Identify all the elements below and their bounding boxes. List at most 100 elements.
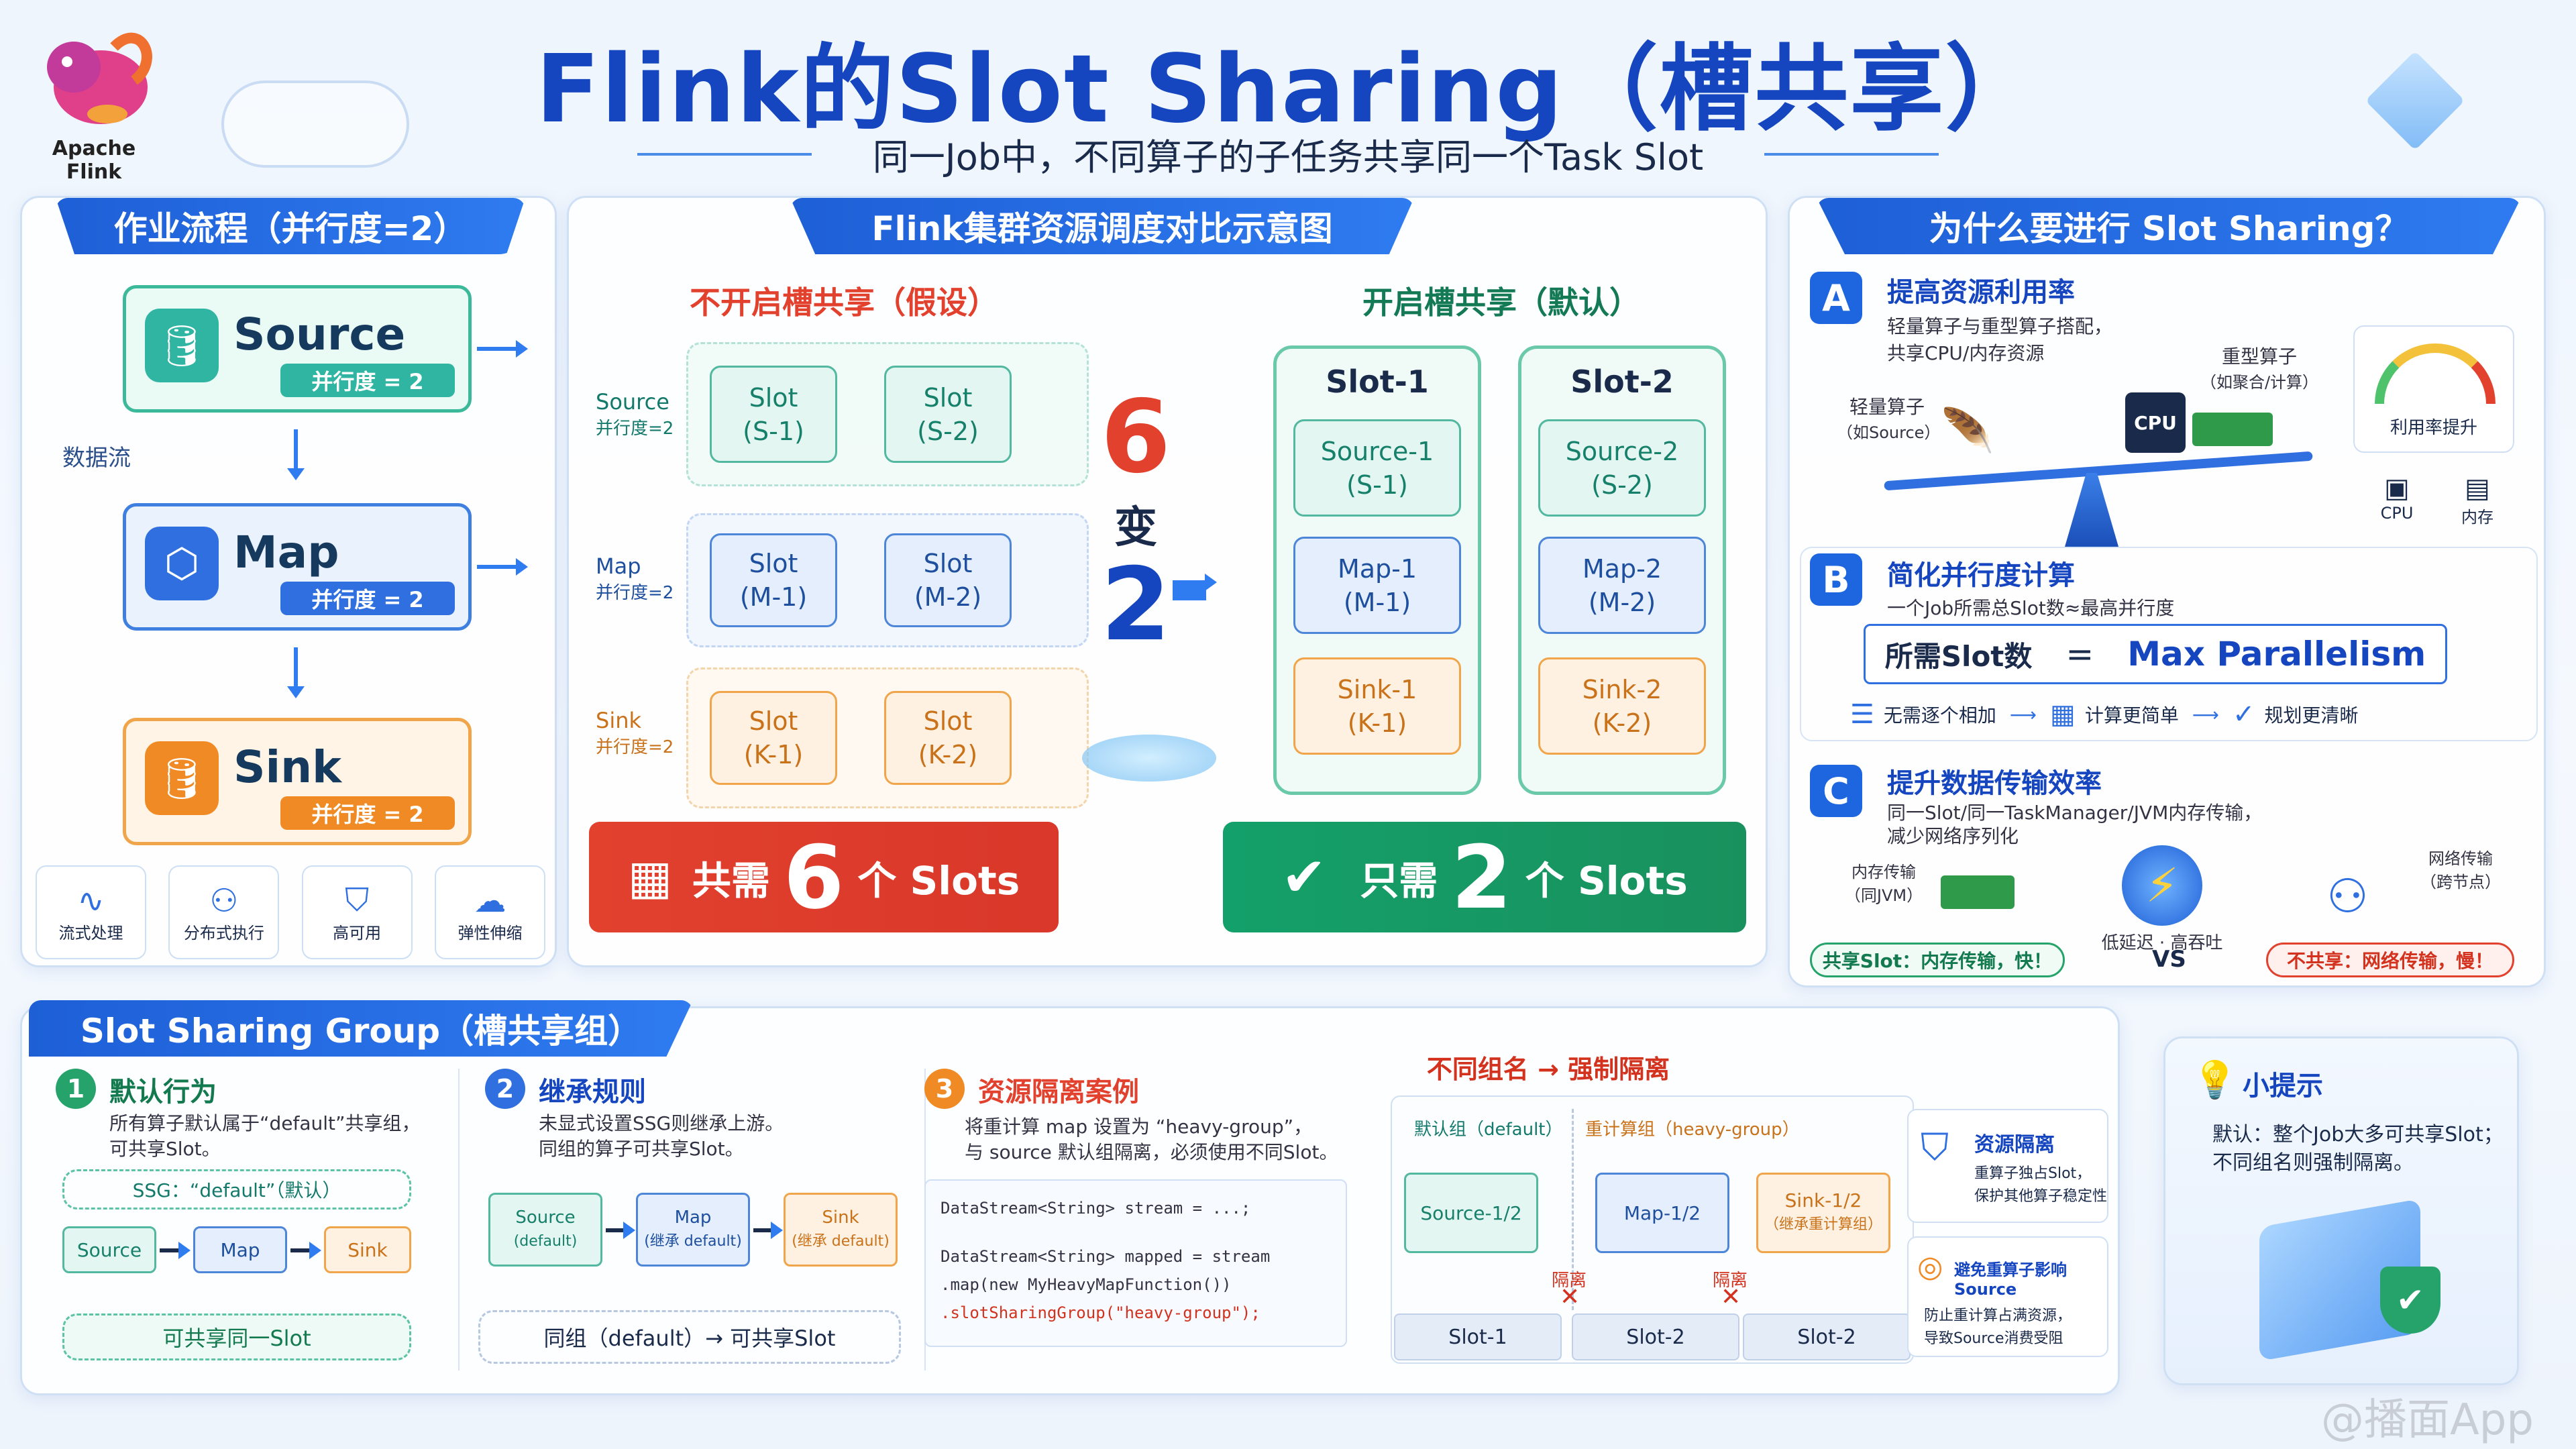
side-d2a: 防止重计算占满资源，	[1924, 1307, 2072, 1324]
target-icon: ◎	[1917, 1250, 1943, 1284]
map-op-badge: 并行度 = 2	[280, 582, 455, 615]
iso-head: 不同组名 → 强制隔离	[1426, 1055, 1670, 1084]
arrow-icon-2: ⟶	[2192, 703, 2219, 726]
title-line-right	[1764, 153, 1939, 156]
s1-num: 1	[56, 1069, 96, 1109]
map-out-arrow	[477, 558, 528, 576]
benefit-2: 计算更简单	[2084, 704, 2179, 727]
formula-right: Max Parallelism	[2127, 635, 2426, 674]
calculator-icon: ▦	[2050, 699, 2076, 730]
feature-ha: ⛉ 高可用	[301, 865, 413, 959]
scale-post	[2065, 473, 2118, 547]
check-icon: ✓	[2232, 699, 2255, 730]
iso-b1: Source-1/2	[1404, 1173, 1538, 1253]
glow-platform	[1082, 735, 1216, 782]
slot-s1: Slot(S-1)	[710, 366, 837, 463]
iso-x2-label: 隔离	[1713, 1271, 1748, 1291]
arrow-icon: ⟶	[2009, 703, 2037, 726]
shield-check-large-icon: ✔	[2380, 1267, 2440, 1334]
s1-foot: 可共享同一Slot	[62, 1313, 411, 1360]
code-line-2: DataStream<String> mapped = stream	[941, 1247, 1271, 1266]
s2-desc1: 未显式设置SSG则继承上游。	[539, 1112, 784, 1134]
shield-icon: ⛉	[345, 881, 370, 919]
bottom-panel: Slot Sharing Group（槽共享组） 1 默认行为 所有算子默认属于…	[20, 1000, 2120, 1395]
x-icon-1: ✕	[1560, 1283, 1580, 1311]
row-label-sink-sub: 并行度=2	[596, 737, 674, 757]
gauge-label: 利用率提升	[2390, 418, 2477, 438]
left-panel: 作业流程（并行度=2） 数据流 🛢 Source 并行度 = 2 ⬡ Map 并…	[20, 196, 557, 967]
side-d2b: 导致Source消费受阻	[1924, 1330, 2063, 1347]
reason-a-desc1: 轻量算子与重型算子搭配，	[1887, 315, 2113, 337]
tip-panel: 💡 小提示 默认：整个Job大多可共享Slot； 不同组名则强制隔离。 ✔	[2163, 1036, 2519, 1385]
network-nodes-icon: ⚇	[2326, 869, 2369, 924]
need-suffix: 个 Slots	[857, 857, 1020, 904]
s1-op-map: Map	[193, 1226, 287, 1273]
need-six-banner: ▦ 共需 6 个 Slots	[589, 822, 1059, 932]
lightbulb-icon: 💡	[2192, 1059, 2238, 1101]
sink-op: 🛢 Sink 并行度 = 2	[123, 718, 472, 845]
shared-slot-1-name: Slot-1	[1326, 364, 1429, 400]
s1-op-sink: Sink	[324, 1226, 411, 1273]
row-label-map: Map 并行度=2	[596, 553, 676, 604]
feather-icon: 🪶	[1941, 407, 1994, 456]
map-op: ⬡ Map 并行度 = 2	[123, 503, 472, 631]
big-arrow	[1173, 574, 1217, 600]
reason-a-desc2: 共享CPU/内存资源	[1887, 342, 2045, 364]
only-suffix: 个 Slots	[1525, 857, 1688, 904]
shield-check-icon: ⛉	[1921, 1126, 1949, 1169]
row-label-sink: Sink 并行度=2	[596, 708, 676, 758]
reason-b-letter: B	[1810, 553, 1862, 606]
boxes-icon: ▦	[627, 849, 672, 905]
slot-m2: Slot(M-2)	[884, 533, 1012, 627]
bottom-panel-title: Slot Sharing Group（槽共享组）	[29, 1000, 693, 1057]
flow-label: 数据流	[62, 445, 131, 472]
shared-1-sink: Sink-1(K-1)	[1293, 657, 1461, 755]
watermark: @播面App	[2321, 1395, 2534, 1445]
cpu-small: ▣CPU	[2373, 473, 2420, 523]
s1-desc2: 可共享Slot。	[109, 1138, 221, 1160]
s2-desc2: 同组的算子可共享Slot。	[539, 1138, 744, 1160]
iso-slot-3: Slot-2	[1743, 1313, 1911, 1360]
row-label-map-name: Map	[596, 553, 641, 579]
need-num: 6	[783, 826, 845, 928]
s1-title: 默认行为	[109, 1077, 217, 1108]
feature-ha-label: 高可用	[333, 924, 382, 943]
cpu-chip-icon: CPU	[2125, 392, 2186, 453]
only-num: 2	[1451, 826, 1512, 928]
mem-transfer-label: 内存传输（同JVM）	[1844, 863, 1923, 905]
page-title: Flink的Slot Sharing（槽共享）	[535, 35, 2041, 144]
cpu-small-icon: ▣	[2384, 473, 2410, 504]
row-label-source-name: Source	[596, 389, 669, 415]
pulse-icon: ∿	[77, 881, 105, 920]
reason-b-desc: 一个Job所需总Slot数≈最高并行度	[1887, 597, 2175, 619]
source-out-arrow	[477, 340, 528, 358]
need-prefix: 共需	[692, 857, 770, 904]
iso-divider	[1572, 1109, 1574, 1310]
check-circle-icon: ✔	[1281, 846, 1327, 908]
iso-slot-2: Slot-2	[1572, 1313, 1739, 1360]
reason-c-letter: C	[1810, 765, 1862, 817]
s3-code-block: DataStream<String> stream = ...; DataStr…	[924, 1179, 1347, 1347]
sink-op-name: Sink	[233, 741, 342, 793]
iso-b2: Map-1/2	[1595, 1173, 1729, 1253]
shared-2-map: Map-2(M-2)	[1538, 537, 1706, 634]
shared-1-source: Source-1(S-1)	[1293, 419, 1461, 517]
formula-left: 所需Slot数	[1884, 639, 2033, 673]
s1-ssg: SSG：“default”（默认）	[62, 1169, 411, 1210]
iso-b3: Sink-1/2（继承重计算组）	[1756, 1173, 1890, 1253]
s3-title: 资源隔离案例	[978, 1077, 1139, 1108]
mem-small: ▤内存	[2454, 473, 2501, 527]
only-prefix: 只需	[1360, 857, 1438, 904]
row-label-sink-name: Sink	[596, 708, 642, 733]
row-label-map-sub: 并行度=2	[596, 583, 674, 603]
only-two-banner: ✔ 只需 2 个 Slots	[1223, 822, 1746, 932]
iso-x1-label: 隔离	[1552, 1271, 1587, 1291]
share-title: 开启槽共享（默认）	[1362, 284, 1640, 321]
mem-small-icon: ▤	[2465, 473, 2490, 504]
s1-arrow-1	[160, 1242, 191, 1259]
feature-row: ∿ 流式处理 ⚇ 分布式执行 ⛉ 高可用 ☁ 弹性伸缩	[36, 865, 545, 959]
reason-c-desc2: 减少网络序列化	[1887, 825, 2019, 847]
feature-distributed-label: 分布式执行	[183, 923, 264, 943]
divider-1	[458, 1069, 460, 1371]
big-mid: 变	[1114, 503, 1157, 553]
